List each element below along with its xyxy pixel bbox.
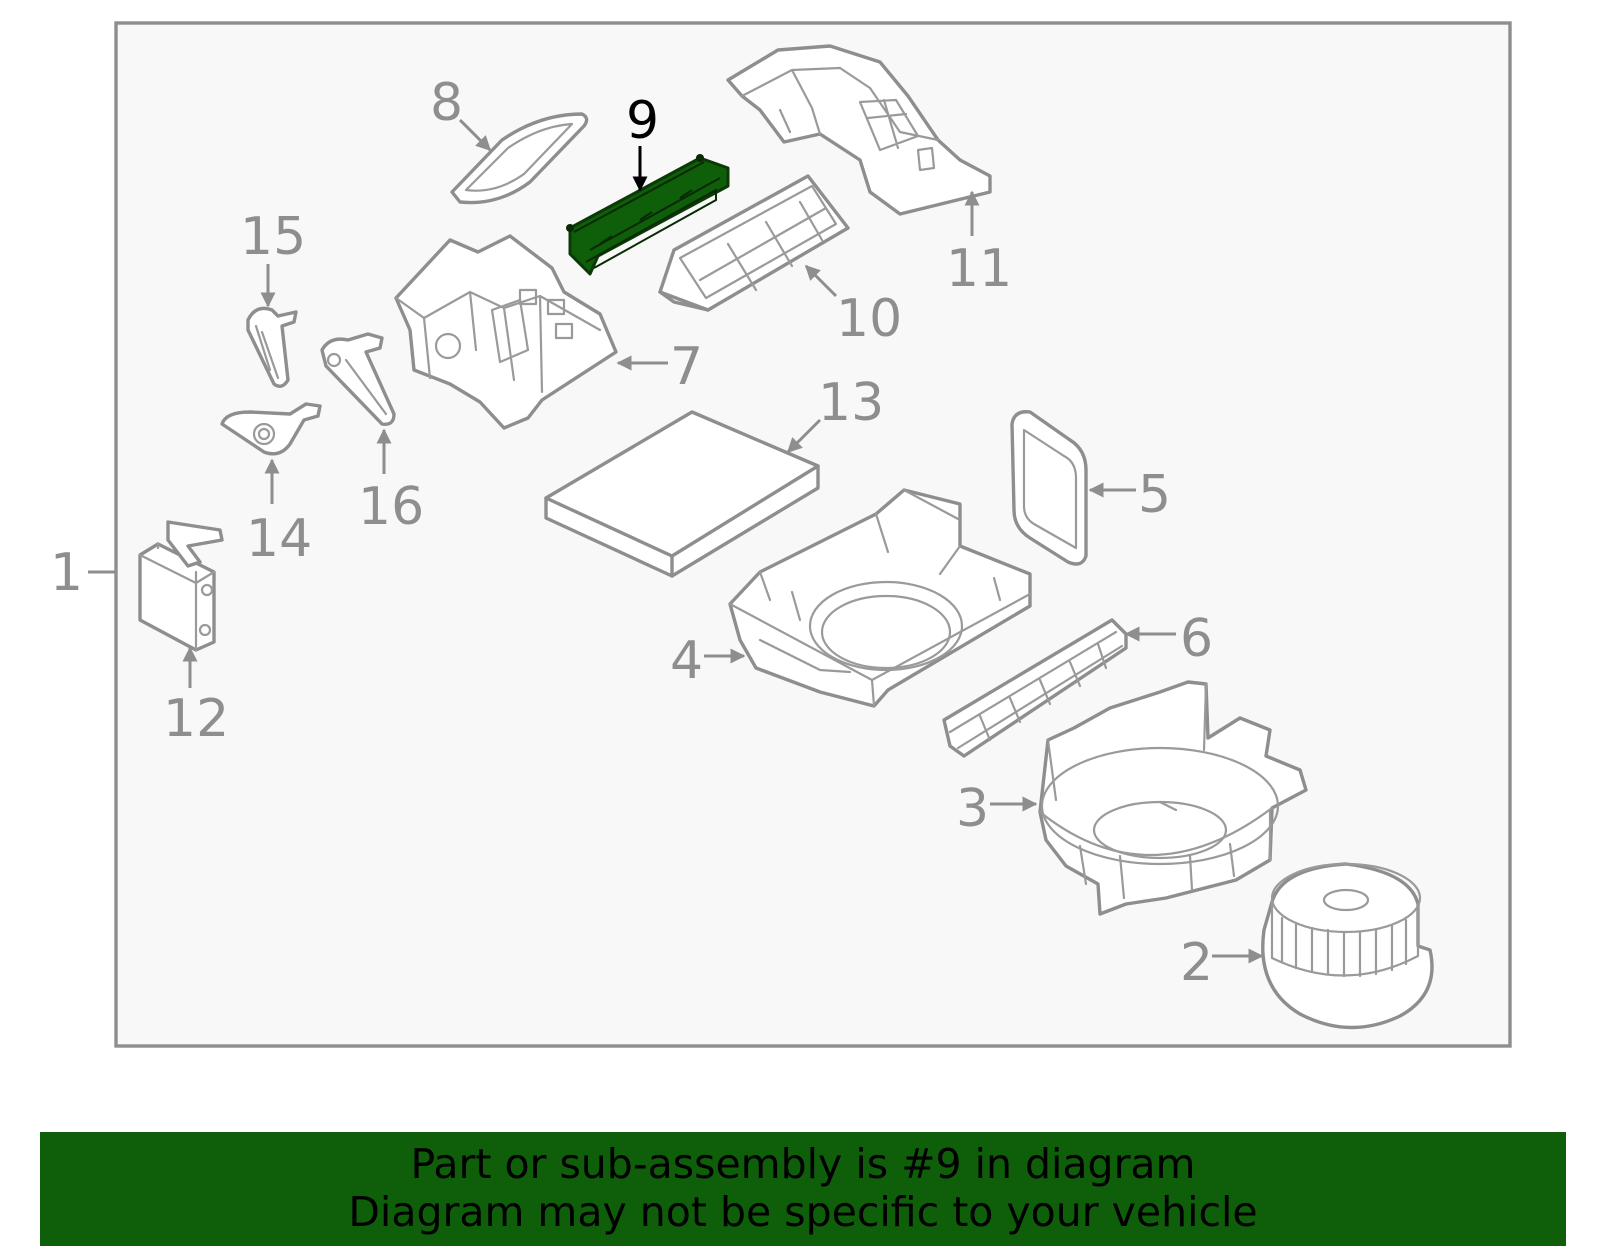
svg-text:8: 8	[430, 73, 463, 133]
part-14-lever[interactable]	[220, 402, 322, 456]
svg-text:5: 5	[1138, 465, 1171, 525]
part-5-gasket[interactable]	[1010, 410, 1088, 566]
part-7-case[interactable]	[394, 234, 618, 430]
callout-2: 2	[1180, 933, 1264, 993]
part-8-seal[interactable]	[450, 112, 589, 205]
callout-6: 6	[1124, 609, 1213, 669]
callout-12: 12	[163, 646, 229, 749]
part-12-control-module[interactable]	[138, 520, 224, 652]
callout-1: 1	[50, 543, 116, 603]
part-9-highlighted[interactable]	[566, 154, 730, 276]
part-6-grille[interactable]	[942, 618, 1128, 758]
svg-text:10: 10	[836, 289, 902, 349]
info-banner: Part or sub-assembly is #9 in diagram Di…	[40, 1132, 1566, 1246]
svg-text:14: 14	[246, 509, 312, 569]
part-13-cabin-filter[interactable]	[544, 410, 820, 578]
callout-14: 14	[246, 458, 312, 569]
banner-line-1: Part or sub-assembly is #9 in diagram	[410, 1140, 1196, 1188]
svg-text:2: 2	[1180, 933, 1213, 993]
part-10-filter-frame[interactable]	[658, 174, 850, 312]
callout-13: 13	[786, 373, 884, 454]
callout-15: 15	[240, 207, 306, 308]
callout-11: 11	[946, 190, 1012, 299]
svg-text:9: 9	[626, 91, 659, 151]
part-16-link-arm[interactable]	[320, 332, 396, 426]
svg-text:16: 16	[358, 477, 424, 537]
part-11-duct[interactable]	[726, 44, 992, 216]
callout-7: 7	[616, 337, 703, 397]
callout-9: 9	[626, 91, 659, 192]
callout-8: 8	[430, 73, 492, 152]
part-15-lever[interactable]	[246, 306, 298, 388]
svg-text:1: 1	[50, 543, 83, 603]
svg-text:6: 6	[1180, 609, 1213, 669]
callout-4: 4	[670, 631, 746, 691]
svg-text:12: 12	[163, 689, 229, 749]
part-2-blower-motor[interactable]	[1261, 862, 1434, 1030]
svg-text:15: 15	[240, 207, 306, 267]
svg-text:3: 3	[956, 779, 989, 839]
svg-text:4: 4	[670, 631, 703, 691]
svg-text:7: 7	[670, 337, 703, 397]
callout-16: 16	[358, 428, 424, 537]
callout-10: 10	[804, 264, 902, 349]
callout-5: 5	[1088, 465, 1171, 525]
part-4-housing[interactable]	[728, 488, 1032, 708]
part-3-scroll-housing[interactable]	[1038, 680, 1308, 916]
svg-text:13: 13	[818, 373, 884, 433]
svg-text:11: 11	[946, 239, 1012, 299]
banner-line-2: Diagram may not be specific to your vehi…	[348, 1188, 1258, 1236]
callout-3: 3	[956, 779, 1038, 839]
